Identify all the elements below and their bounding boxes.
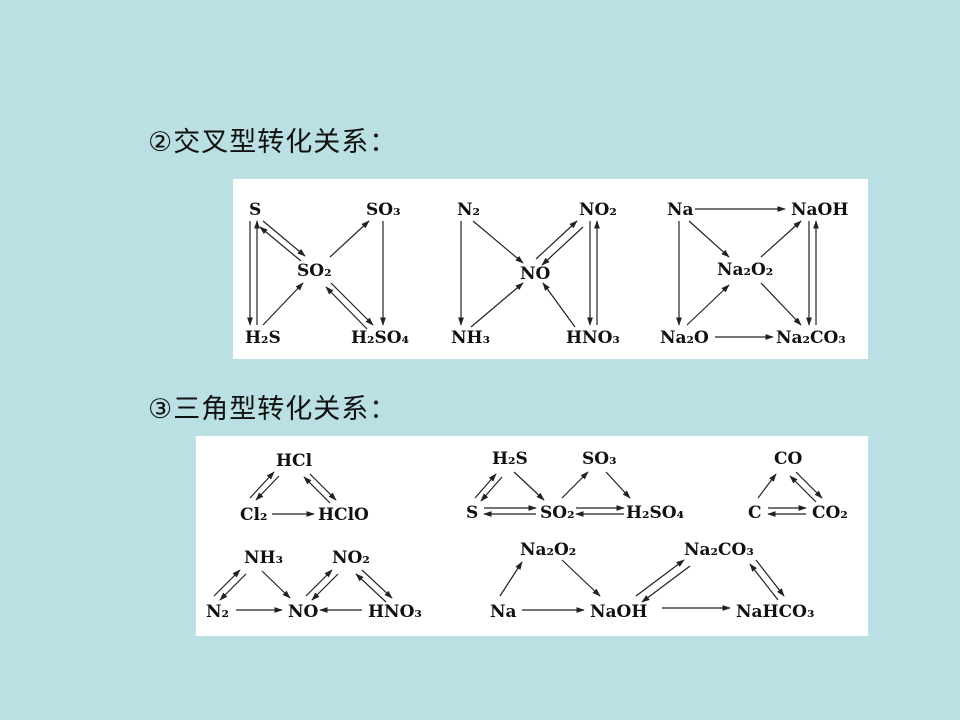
arrow-N2-to-NH3 [213,569,241,597]
species-SO2: SO₂ [540,503,575,523]
arrow-NO2-to-NO [541,226,584,266]
species-HClO: HClO [318,505,369,525]
arrow-Na-to-Na2O2 [688,220,730,258]
arrow-NaOH-to-Na2CO3 [635,559,685,597]
species-H2S: H₂S [245,328,281,348]
tri-sulfur-group: H₂S SO₃ S SO₂ H₂SO₄ [466,449,684,523]
species-Cl2: Cl₂ [240,505,267,525]
arrow-NH3-to-NO [470,282,524,328]
species-Na: Na [490,602,517,622]
arrow-S-to-H2S [474,473,497,499]
cross-sodium-group: Na NaOH Na₂O₂ Na₂O Na₂CO₃ [660,200,848,348]
arrow-SO3-to-H2SO4 [605,471,631,499]
species-Na: Na [667,200,694,220]
species-Na2CO3: Na₂CO₃ [776,328,846,348]
species-S: S [249,200,261,220]
species-H2SO4: H₂SO₄ [351,328,409,348]
species-N2: N₂ [457,200,480,220]
cross-relations-panel: S SO₃ SO₂ H₂S H₂SO₄ N₂ NO₂ NO NH₃ HNO₃ [233,179,868,359]
arrow-Na2CO3-to-NaOH [641,565,691,603]
species-NaOH: NaOH [791,200,848,220]
heading-cross-relations: ②交叉型转化关系： [148,127,398,158]
species-N2: N₂ [206,602,229,622]
arrow-Na2O-to-Na2O2 [686,284,730,326]
arrow-NH3-to-N2 [219,573,247,601]
arrow-SO2-to-SO3 [561,471,589,499]
species-H2S: H₂S [492,449,528,469]
arrow-N2-to-NO [472,220,524,264]
arrow-Na-to-Na2O2 [499,561,523,597]
arrow-H2S-to-SO2 [513,471,545,501]
species-NaOH: NaOH [590,602,647,622]
arrow-Na2O2-to-NaOH [760,220,802,258]
arrow-C-to-CO [757,473,777,499]
arrow-NO2-to-HNO3 [361,569,393,599]
arrow-H2S-to-S [480,476,503,502]
arrow-H2SO4-to-SO2 [325,286,368,330]
species-H2SO4: H₂SO₄ [626,503,684,523]
arrow-NaHCO3-to-Na2CO3 [749,563,779,601]
species-CO2: CO₂ [812,503,848,523]
species-NH3: NH₃ [451,328,490,348]
species-C: C [748,503,762,523]
arrow-HCl-to-HClO [309,473,337,501]
species-SO2: SO₂ [297,261,332,281]
species-HCl: HCl [276,451,313,471]
cross-sulfur-group: S SO₃ SO₂ H₂S H₂SO₄ [245,200,409,348]
arrow-SO2-to-S [259,226,302,262]
triangle-relations-diagram: HCl Cl₂ HClO H₂S SO₃ S SO₂ H₂SO₄ [206,449,848,622]
arrow-S-to-SO2 [262,220,306,257]
species-NO: NO [288,602,319,622]
species-NO: NO [520,264,551,284]
arrow-HCl-to-Cl2 [255,475,280,501]
arrow-Na2O2-to-NaOH [561,559,601,597]
heading-triangle-relations: ③三角型转化关系： [148,394,398,425]
tri-sodium-group: Na₂O₂ Na₂CO₃ Na NaOH NaHCO₃ [490,540,814,622]
species-NaHCO3: NaHCO₃ [736,602,814,622]
arrow-NO-to-NO2 [535,220,578,260]
species-SO3: SO₃ [366,200,401,220]
species-NO2: NO₂ [579,200,617,220]
species-Na2O2: Na₂O₂ [520,540,576,560]
arrow-CO-to-CO2 [795,471,823,499]
triangle-relations-panel: HCl Cl₂ HClO H₂S SO₃ S SO₂ H₂SO₄ [196,436,868,636]
arrow-CO2-to-CO [789,475,817,503]
species-Na2CO3: Na₂CO₃ [684,540,754,560]
arrow-Cl2-to-HCl [249,471,275,499]
cross-nitrogen-group: N₂ NO₂ NO NH₃ HNO₃ [451,200,620,348]
species-Na2O: Na₂O [660,328,709,348]
species-NO2: NO₂ [332,548,370,568]
arrow-SO2-to-H2SO4 [330,282,374,326]
arrow-NO-to-NO2 [305,569,333,597]
species-SO3: SO₃ [582,449,617,469]
arrow-HNO3-to-NO2 [355,573,387,603]
arrow-HClO-to-HCl [303,476,331,504]
species-Na2O2: Na₂O₂ [717,260,773,280]
arrow-Na2O2-to-Na2CO3 [760,282,802,326]
tri-carbon-group: CO C CO₂ [748,449,848,523]
tri-chlorine-group: HCl Cl₂ HClO [240,451,369,525]
arrow-NO2-to-NO [311,573,339,601]
arrow-NH3-to-NO [261,570,291,599]
arrow-Na2CO3-to-NaHCO3 [755,559,785,597]
arrow-HNO3-to-NO [542,282,576,328]
arrow-SO2-to-SO3 [329,220,370,258]
cross-relations-diagram: S SO₃ SO₂ H₂S H₂SO₄ N₂ NO₂ NO NH₃ HNO₃ [245,200,848,348]
arrow-H2S-to-SO2 [262,282,304,326]
species-S: S [466,503,478,523]
species-HNO3: HNO₃ [368,602,422,622]
species-HNO3: HNO₃ [566,328,620,348]
species-CO: CO [774,449,803,469]
tri-nitrogen-group: NH₃ NO₂ N₂ NO HNO₃ [206,548,422,622]
species-NH3: NH₃ [244,548,283,568]
